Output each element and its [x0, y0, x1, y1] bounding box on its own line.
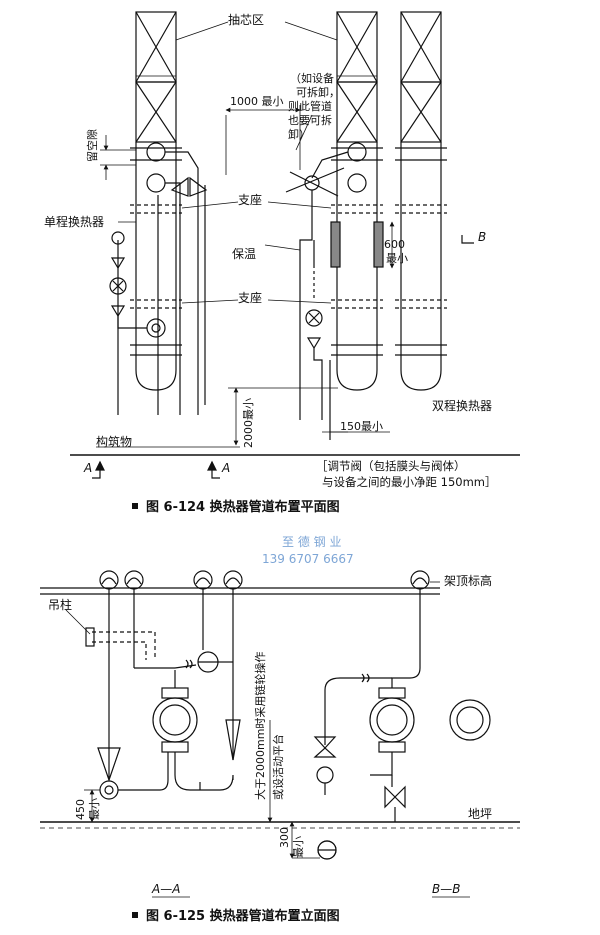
label-platform-note: 或设活动平台 [271, 734, 285, 800]
label-min150: 150最小 [340, 420, 383, 433]
label-chouxinqu: 抽芯区 [228, 13, 264, 27]
dim-gap [100, 135, 136, 180]
dim-2000 [228, 387, 338, 446]
label-min600: 600 [384, 238, 405, 251]
piping-left [109, 151, 208, 415]
exchanger-aa [152, 670, 198, 775]
label-liukongxi: 留空隙 [85, 129, 99, 162]
label-zhizuo-1: 支座 [238, 192, 262, 207]
piping-middle [285, 151, 349, 440]
plan-labels: 抽芯区 （如设备 可拆卸， 则此管道 也要可拆 卸） 1000 最小 留空隙 单… [44, 13, 497, 515]
single-pass-exchanger-left [130, 11, 182, 391]
plan-view [70, 11, 520, 479]
label-jiading: 架顶标高 [444, 573, 492, 588]
label-remove-note-3: 则此管道 [288, 99, 332, 113]
label-min450b: 最小 [88, 798, 101, 820]
label-section-b: B [478, 230, 486, 244]
exchanger-middle [330, 11, 384, 391]
elevation-labels: 吊柱 架顶标高 大于2000mm时采用链轮操作 或设活动平台 450 最小 30… [48, 573, 492, 924]
label-remove-note-1: （如设备 [290, 71, 334, 85]
label-diaozhu: 吊柱 [48, 597, 72, 612]
caption-fig-6-124: 图 6-124 换热器管道布置平面图 [146, 499, 340, 515]
label-zhizuo-2: 支座 [238, 290, 262, 305]
label-min2000: 2000最小 [242, 398, 255, 448]
elevation-view [40, 570, 520, 860]
label-valve-note-1: ［调节阀（包括膜头与阀体） [316, 459, 466, 473]
caption-bullet-top [132, 503, 138, 509]
caption-fig-6-125: 图 6-125 换热器管道布置立面图 [146, 908, 340, 924]
hanger-post [92, 631, 156, 660]
label-min450: 450 [74, 799, 87, 820]
exchanger-bb [369, 687, 491, 753]
caption-bullet-bottom [132, 912, 138, 918]
piping-bb [313, 589, 421, 860]
label-danchengq: 单程换热器 [44, 214, 104, 229]
label-section-a-left: A [83, 461, 92, 475]
label-section-a-right: A [221, 461, 230, 475]
label-remove-note-5: 卸） [288, 127, 310, 141]
label-diping: 地坪 [468, 807, 492, 821]
label-min300: 300 [278, 827, 291, 848]
dim-1000 [225, 105, 301, 175]
label-min600b: 最小 [386, 252, 408, 265]
label-remove-note-4: 也要可拆 [288, 113, 332, 127]
label-baowen: 保温 [232, 247, 256, 261]
piping-aa [97, 589, 241, 800]
double-pass-exchanger-right [395, 11, 447, 391]
label-valve-note-2: 与设备之间的最小净距 150mm］ [322, 475, 497, 489]
watermark-line2: 139 6707 6667 [262, 552, 354, 566]
label-section-aa: A—A [151, 882, 180, 896]
label-remove-note-2: 可拆卸， [296, 85, 340, 99]
watermark-line1: 至 德 钢 业 [282, 534, 341, 549]
label-chain-note: 大于2000mm时采用链轮操作 [253, 652, 267, 800]
label-shuangcheng: 双程换热器 [432, 398, 492, 413]
label-goujianwu: 构筑物 [96, 434, 132, 449]
top-pipe-circles [99, 570, 430, 590]
label-min300b: 最小 [292, 836, 305, 858]
label-section-bb: B—B [432, 882, 460, 896]
label-min1000: 1000 最小 [230, 95, 284, 108]
